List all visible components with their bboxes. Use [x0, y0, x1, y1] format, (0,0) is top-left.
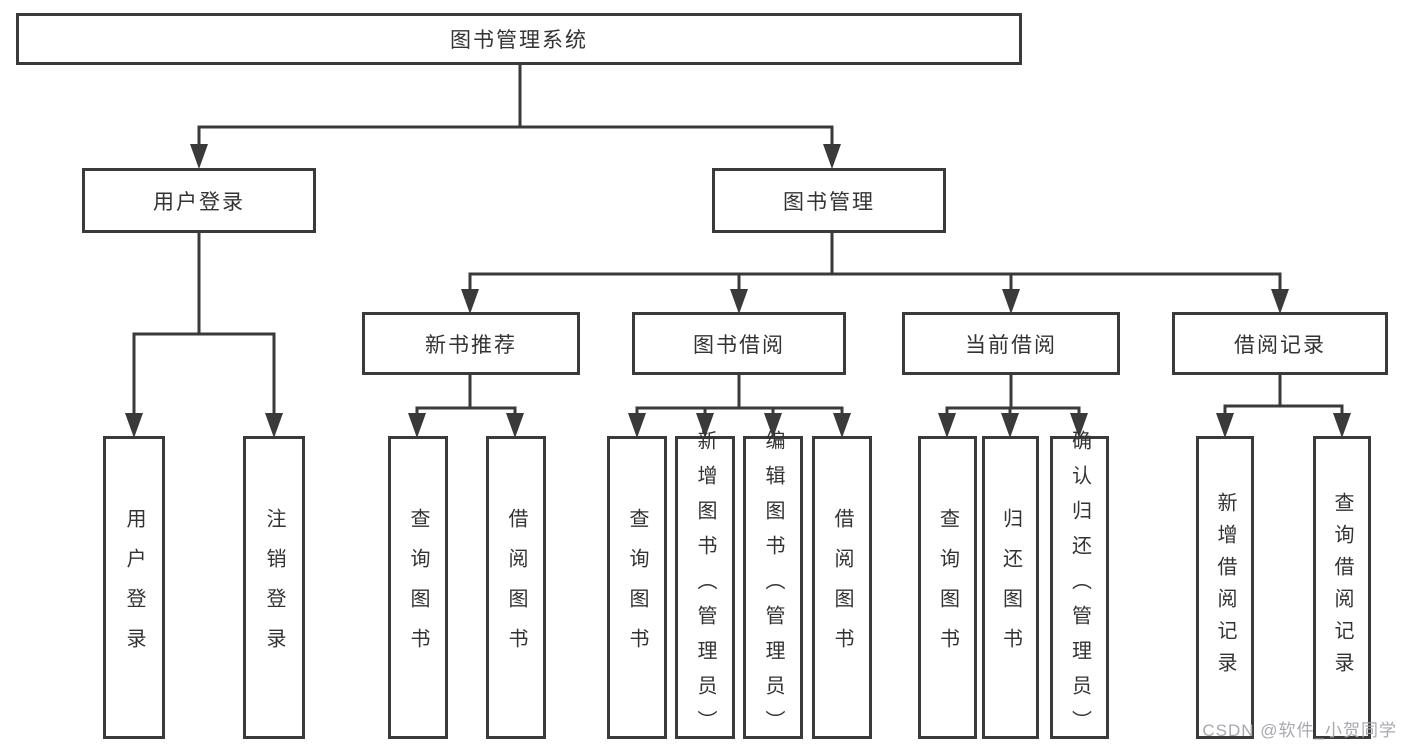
csdn-watermark: CSDN @软件_小贺同学	[1202, 721, 1397, 740]
leaf-borrow-book-rec-label: 借阅图书	[505, 507, 527, 668]
arrowhead-icon	[1216, 413, 1234, 438]
arrowhead-icon	[764, 413, 782, 438]
node-user-login: 用户登录	[82, 168, 316, 233]
leaf-query-borrow-record: 查询借阅记录	[1313, 436, 1371, 739]
arrowhead-icon	[265, 413, 283, 438]
arrowhead-icon	[628, 413, 646, 438]
node-borrow-records: 借阅记录	[1172, 312, 1388, 375]
leaf-borrow-book: 借阅图书	[812, 436, 872, 739]
arrowhead-icon	[1070, 413, 1088, 438]
arrowhead-icon	[1002, 289, 1020, 314]
node-current-borrow-label: 当前借阅	[965, 333, 1057, 357]
leaf-return-book: 归还图书	[982, 436, 1039, 739]
arrowhead-icon	[833, 413, 851, 438]
arrowhead-icon	[461, 289, 479, 314]
leaf-query-book-current: 查询图书	[918, 436, 977, 739]
arrowhead-icon	[1271, 289, 1289, 314]
leaf-add-borrow-record-label: 新增借阅记录	[1214, 491, 1236, 684]
leaf-borrow-book-label: 借阅图书	[831, 507, 853, 668]
arrowhead-icon	[190, 144, 208, 169]
leaf-add-book-label: 新增图书（管理员）	[694, 430, 716, 745]
leaf-edit-book-label: 编辑图书（管理员）	[762, 430, 784, 745]
arrowhead-icon	[938, 413, 956, 438]
node-new-book-rec-label: 新书推荐	[425, 333, 517, 357]
leaf-query-borrow-record-label: 查询借阅记录	[1331, 491, 1353, 684]
node-book-mgmt: 图书管理	[712, 168, 946, 233]
leaf-confirm-return-label: 确认归还（管理员）	[1068, 430, 1091, 745]
leaf-edit-book: 编辑图书（管理员）	[743, 430, 803, 745]
leaf-return-book-label: 归还图书	[999, 507, 1022, 668]
leaf-user-login-label: 用户登录	[123, 507, 145, 668]
leaf-query-book-borrow-label: 查询图书	[626, 507, 648, 668]
node-book-mgmt-label: 图书管理	[783, 190, 875, 214]
arrowhead-icon	[125, 413, 143, 438]
leaf-borrow-book-rec: 借阅图书	[486, 436, 546, 739]
leaf-add-book: 新增图书（管理员）	[675, 430, 735, 745]
leaf-add-borrow-record: 新增借阅记录	[1196, 436, 1254, 739]
node-book-borrow-label: 图书借阅	[693, 333, 785, 357]
arrowhead-icon	[1001, 413, 1019, 438]
node-user-login-label: 用户登录	[153, 190, 245, 214]
leaf-query-book-current-label: 查询图书	[936, 507, 959, 668]
node-borrow-records-label: 借阅记录	[1234, 333, 1326, 357]
arrowhead-icon	[506, 413, 524, 438]
arrowhead-icon	[408, 413, 426, 438]
node-current-borrow: 当前借阅	[902, 312, 1120, 375]
node-new-book-rec: 新书推荐	[362, 312, 580, 375]
arrowhead-icon	[823, 144, 841, 169]
node-book-borrow: 图书借阅	[632, 312, 846, 375]
arrowhead-icon	[1333, 413, 1351, 438]
leaf-query-book-borrow: 查询图书	[607, 436, 667, 739]
leaf-query-book-rec-label: 查询图书	[407, 507, 429, 668]
leaf-logout: 注销登录	[243, 436, 305, 739]
leaf-query-book-rec: 查询图书	[388, 436, 448, 739]
leaf-confirm-return: 确认归还（管理员）	[1050, 430, 1109, 745]
arrowhead-icon	[696, 413, 714, 438]
node-root-label: 图书管理系统	[450, 29, 588, 52]
node-root: 图书管理系统	[16, 13, 1022, 65]
arrowhead-icon	[730, 289, 748, 314]
leaf-user-login: 用户登录	[103, 436, 165, 739]
leaf-logout-label: 注销登录	[263, 507, 285, 668]
